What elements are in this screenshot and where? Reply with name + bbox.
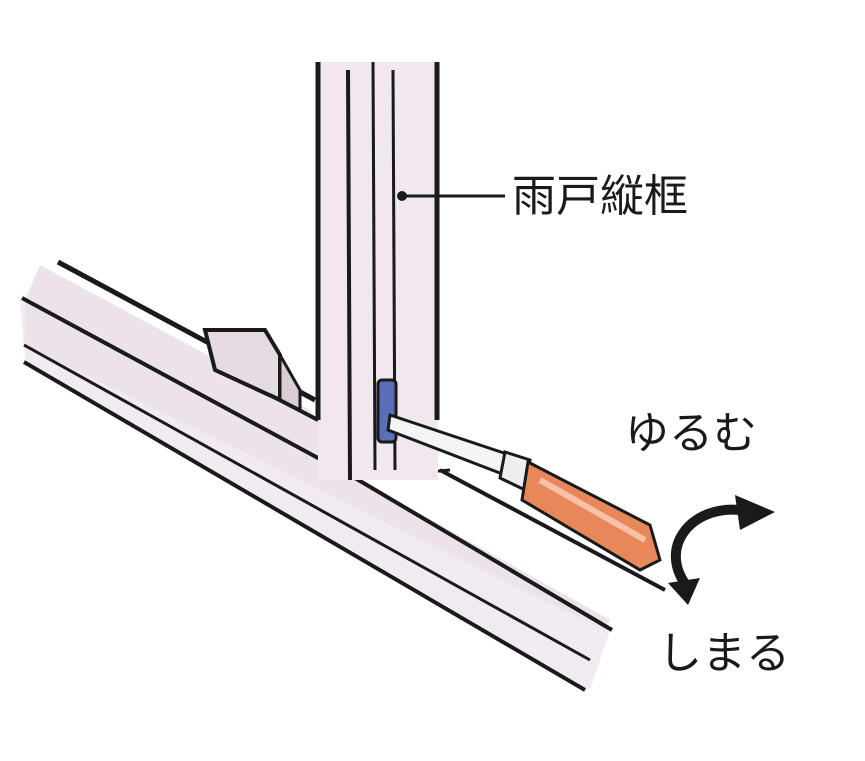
tighten-label: しまる xyxy=(658,628,790,679)
frame-leader xyxy=(397,191,505,201)
loosen-label: ゆるむ xyxy=(625,408,757,459)
rotation-arrow-icon xyxy=(668,495,775,605)
latch-block xyxy=(202,328,302,413)
screwdriver xyxy=(386,413,662,572)
frame-label: 雨戸縦框 xyxy=(512,171,688,222)
sill-rail xyxy=(20,259,666,692)
